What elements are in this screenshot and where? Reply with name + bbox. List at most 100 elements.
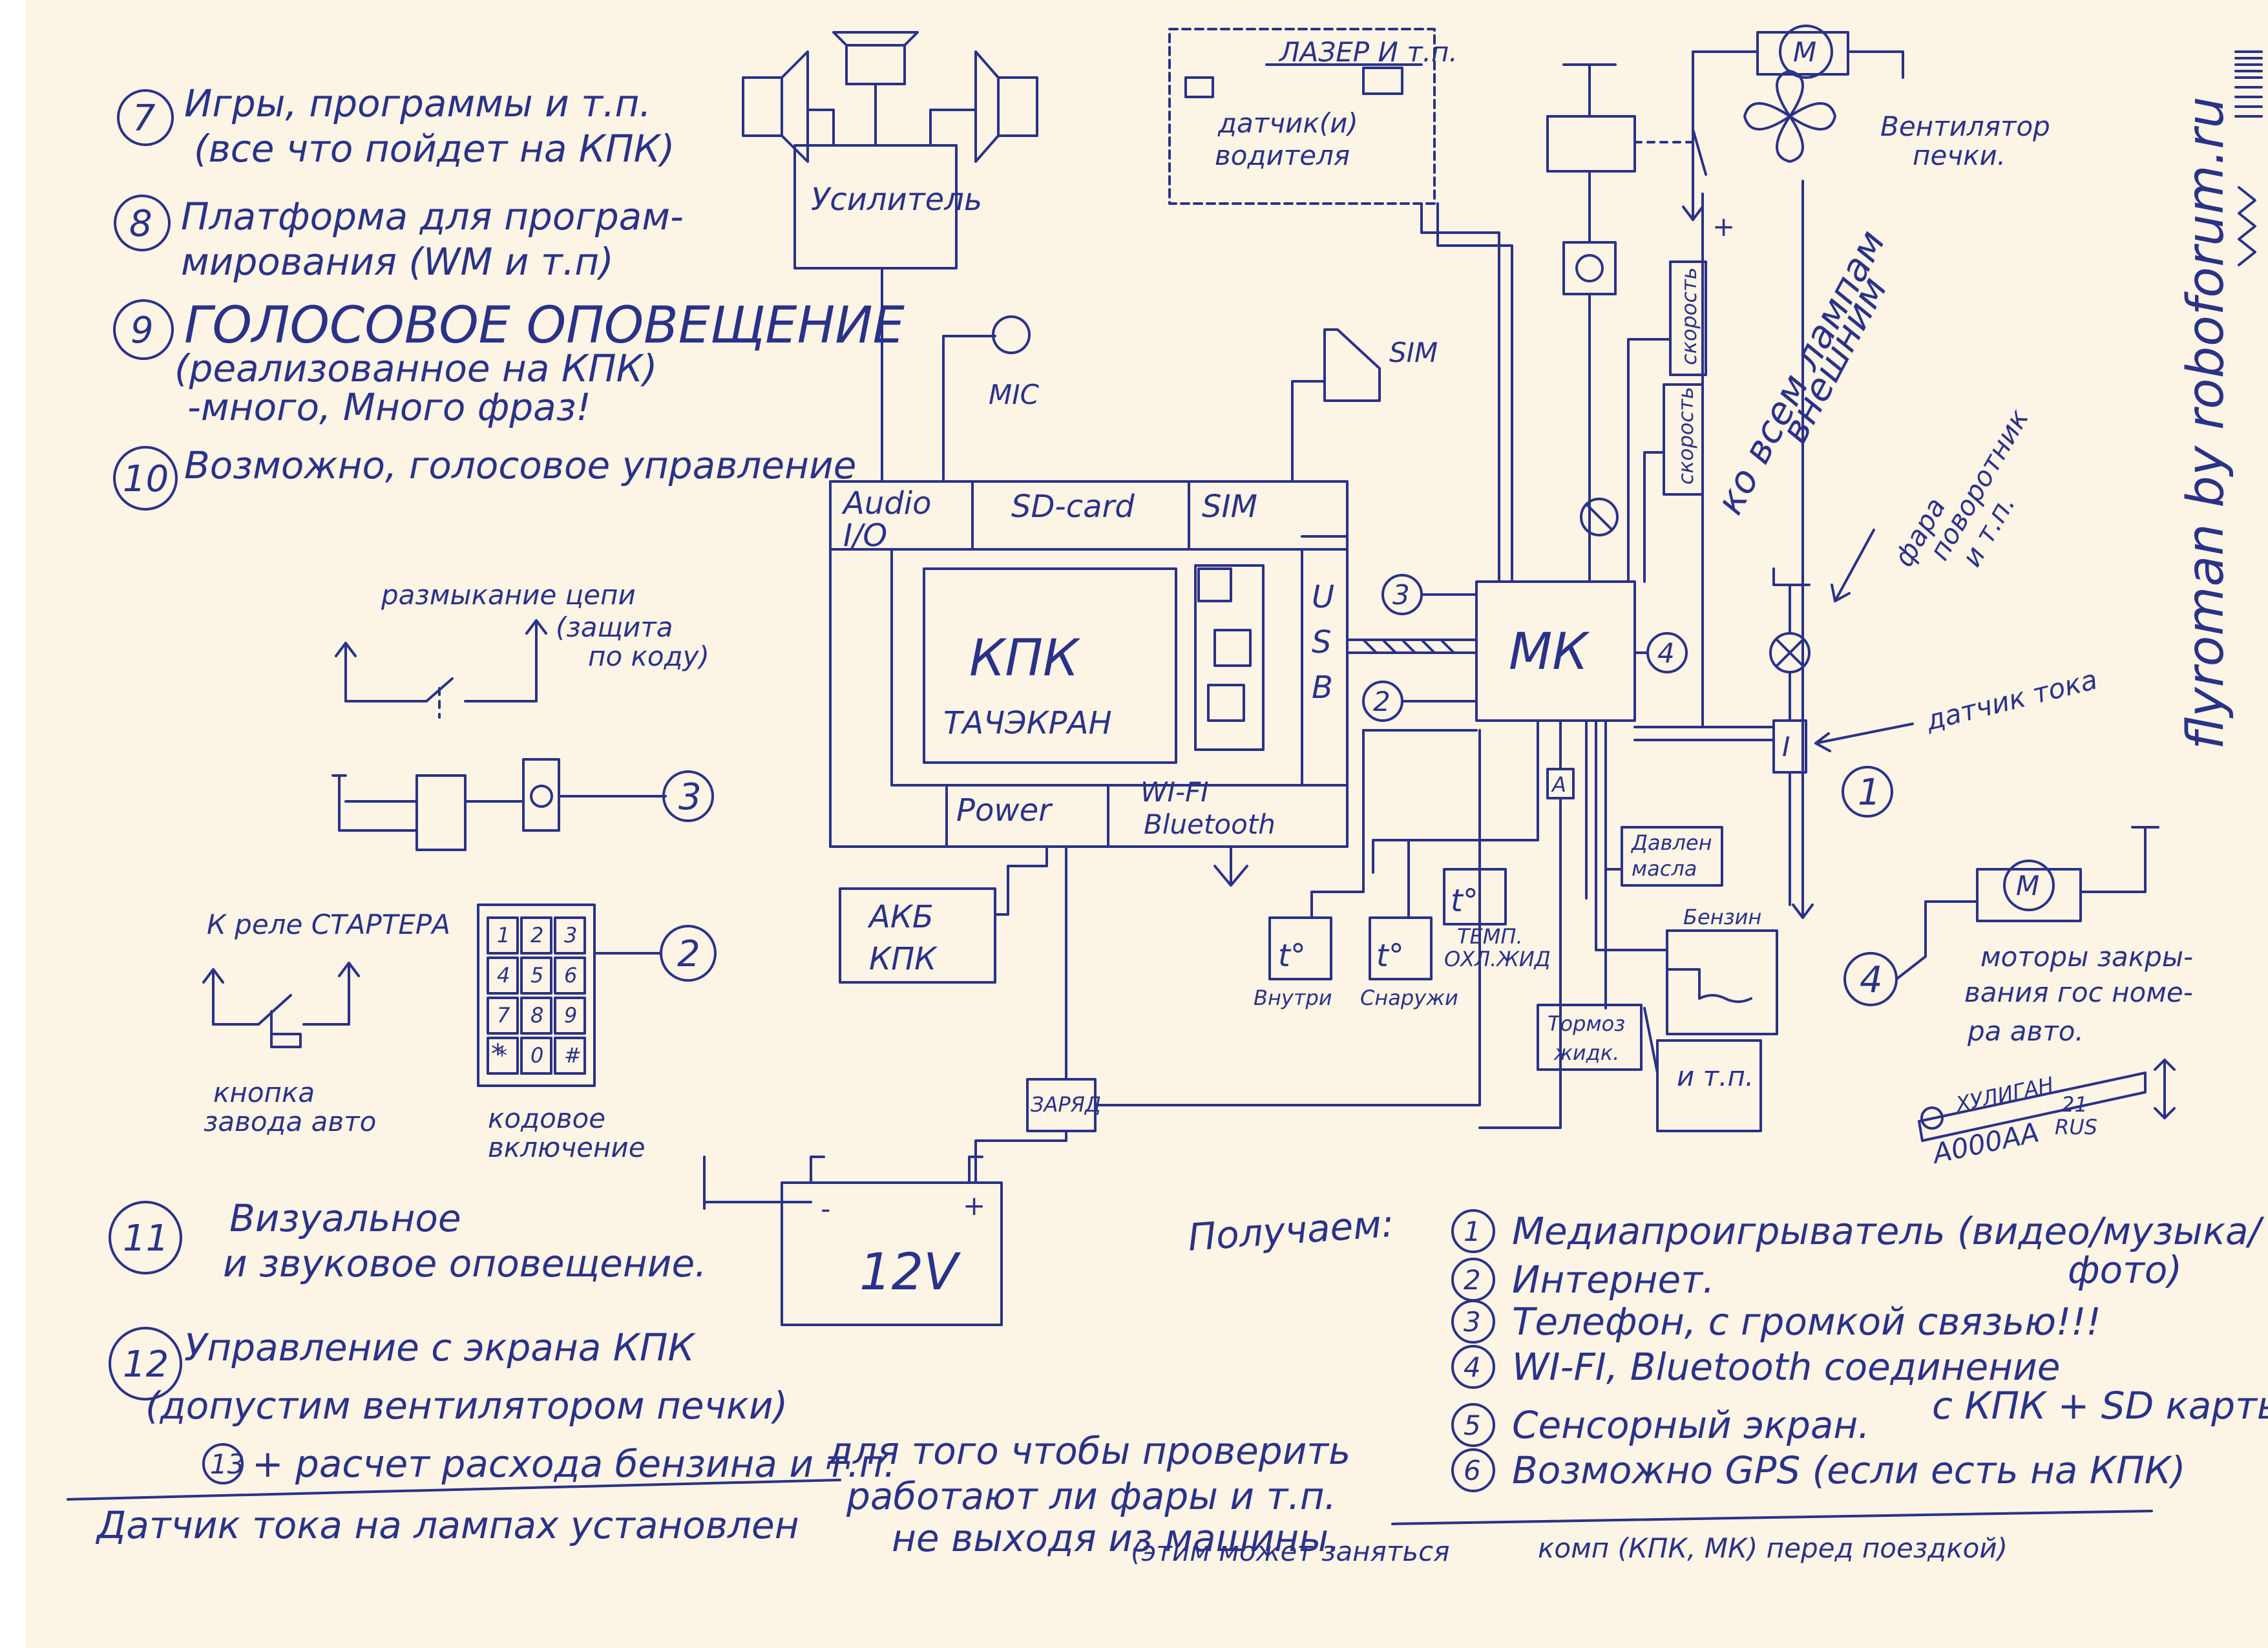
code-label-1: кодовое: [488, 1103, 605, 1134]
note-10-number: 10: [123, 458, 169, 500]
note-7-line2: (все что пойдет на КПК): [194, 127, 675, 171]
note-12-line1: Управление с экрана КПК: [184, 1326, 697, 1369]
usb-label-s: S: [1312, 624, 1331, 660]
brake-label-2: жидк.: [1553, 1041, 1619, 1065]
result-number: 1: [1464, 1216, 1481, 1247]
note-8-number: 8: [129, 203, 152, 245]
circuit-break-sketch: размыкание цепи (защита по коду) 3: [331, 579, 714, 851]
amplifier-block: Усилитель: [793, 144, 982, 483]
keypad-key: [487, 997, 519, 1035]
plate-number: A000AA: [1928, 1116, 2042, 1170]
keypad-key-label: 5: [530, 963, 543, 988]
oil-label-2: масла: [1632, 856, 1697, 881]
callout-2-mk: 2: [1373, 686, 1391, 717]
callout-4-mk: 4: [1657, 637, 1675, 669]
result-title: Получаем:: [1186, 1201, 1395, 1260]
note-12-line2: (допустим вентилятором печки): [145, 1384, 788, 1428]
watermark: flyroman by roboforum.ru: [2177, 50, 2263, 750]
keypad-key-label: #: [564, 1043, 582, 1068]
mk-unit: МК 3 2 4: [1346, 574, 1775, 1009]
mk-label: МК: [1509, 623, 1590, 681]
t-coolant-label-1: ТЕМП.: [1457, 924, 1523, 949]
keypad-key-label: 6: [564, 963, 577, 988]
keypad-key-label: 3: [564, 923, 577, 947]
wifi-label-1: WI-FI: [1140, 776, 1209, 808]
result-number: 4: [1464, 1351, 1481, 1383]
amplifier-label: Усилитель: [811, 182, 982, 218]
kpk-unit: Audio I/O SD-card SIM КПК ТАЧЭКРАН U S B…: [829, 480, 1349, 887]
bottom-note: Датчик тока на лампах установлен для тог…: [67, 1429, 2153, 1567]
sim-card-label: SIM: [1389, 337, 1438, 368]
note-9-line3: -много, Много фраз!: [187, 385, 591, 429]
plate-region-rus: RUS: [2055, 1115, 2097, 1139]
t-inside-symbol: t°: [1278, 938, 1306, 974]
note-8-line1: Платформа для програм-: [181, 195, 684, 238]
note-9-line2: (реализованное на КПК): [174, 346, 657, 390]
keypad-key: [554, 956, 586, 995]
result-number: 3: [1464, 1306, 1481, 1338]
sim-card: SIM: [1291, 328, 1438, 483]
bottom-note-right-2: комп (КПК, МК) перед поездкой): [1538, 1532, 2008, 1564]
keypad-key-label: *: [497, 1043, 507, 1068]
temperature-sensors: t° Внутри t° Снаружи t° ТЕМП. ОХЛ.ЖИД: [1254, 719, 1551, 1010]
speed-sensor-label-2: скорость: [1674, 387, 1698, 485]
keypad-key: [554, 1037, 586, 1075]
note-11-line1: Визуальное: [229, 1196, 461, 1240]
start-button-label-1: кнопка: [213, 1077, 315, 1108]
fan-heater: M Вентилятор печки.: [1692, 25, 2050, 171]
keypad-key-label: 9: [564, 1003, 577, 1028]
result-line: фото): [2068, 1248, 2182, 1292]
note-7-number: 7: [132, 98, 156, 140]
fan-label-2: печки.: [1913, 140, 2006, 171]
oil-label-1: Давлен: [1630, 830, 1712, 855]
result-line: Медиапроигрыватель (видео/музыка/: [1512, 1209, 2265, 1253]
open-circuit-label: размыкание цепи: [381, 579, 636, 611]
note-10-line1: Возможно, голосовое управление: [184, 443, 856, 487]
keypad-key: [487, 956, 519, 995]
speakers: [742, 31, 1038, 163]
akb-label-2: КПК: [869, 941, 938, 977]
bottom-note-mid-2: работают ли фары и т.п.: [846, 1474, 1336, 1518]
bottom-note-left: Датчик тока на лампах установлен: [95, 1503, 799, 1547]
t-inside-label: Внутри: [1254, 986, 1332, 1010]
keypad-key-label: 4: [497, 963, 510, 988]
note-13: 13 + расчет расхода бензина и т.п.: [202, 1442, 896, 1486]
result-number-circle: [1451, 1403, 1495, 1447]
headlight-lamp: фара поворотник и т.п.: [1769, 403, 2035, 722]
note-9-line1: ГОЛОСОВОЕ ОПОВЕЩЕНИЕ: [184, 297, 905, 355]
driver-sensor-label-1: датчик(и): [1217, 107, 1358, 139]
plate-motor-label-3: ра авто.: [1967, 1015, 2084, 1047]
result-line: Сенсорный экран.: [1512, 1403, 1870, 1447]
callout-3-mk: 3: [1392, 579, 1410, 611]
kpk-label: КПК: [969, 629, 1081, 688]
result-number-circle: [1451, 1448, 1495, 1492]
note-9-number: 9: [131, 310, 154, 352]
callout-3-left: 3: [678, 776, 702, 818]
keypad-key: [520, 916, 552, 955]
result-line: WI-FI, Bluetooth соединение: [1512, 1345, 2060, 1389]
note-7-line1: Игры, программы и т.п.: [184, 81, 651, 125]
relay-plus: +: [1712, 211, 1735, 242]
note-8: 8 Платформа для програм- мирования (WM и…: [114, 195, 684, 284]
t-coolant-symbol: t°: [1451, 883, 1478, 919]
speed-sensor-label-1: скорость: [1677, 268, 1701, 365]
code-label-2: включение: [488, 1132, 646, 1163]
bottom-note-right-1: (этим может заняться: [1131, 1536, 1449, 1567]
touchscreen-label: ТАЧЭКРАН: [943, 705, 1112, 741]
result-line: с КПК + SD карты: [1932, 1384, 2268, 1428]
protect-label-2: по коду): [588, 640, 709, 672]
result-line: Возможно GPS (если есть на КПК): [1512, 1448, 2186, 1492]
result-number-circle: [1451, 1209, 1495, 1253]
wifi-label-2: Bluetooth: [1144, 808, 1276, 840]
keypad-key: [520, 956, 552, 995]
battery-label: 12V: [859, 1243, 961, 1302]
starter-label: К реле СТАРТЕРА: [207, 909, 450, 940]
bottom-note-mid-1: для того чтобы проверить: [826, 1429, 1350, 1473]
note-11: 11 Визуальное и звуковое оповещение.: [109, 1196, 707, 1285]
sensor-a: A: [1478, 719, 1575, 1129]
result-number-circle: [1451, 1300, 1495, 1344]
akb-label-1: АКБ: [867, 899, 934, 935]
plate-motor-m: M: [2016, 870, 2039, 902]
akb-kpk: АКБ КПК: [839, 845, 1048, 984]
